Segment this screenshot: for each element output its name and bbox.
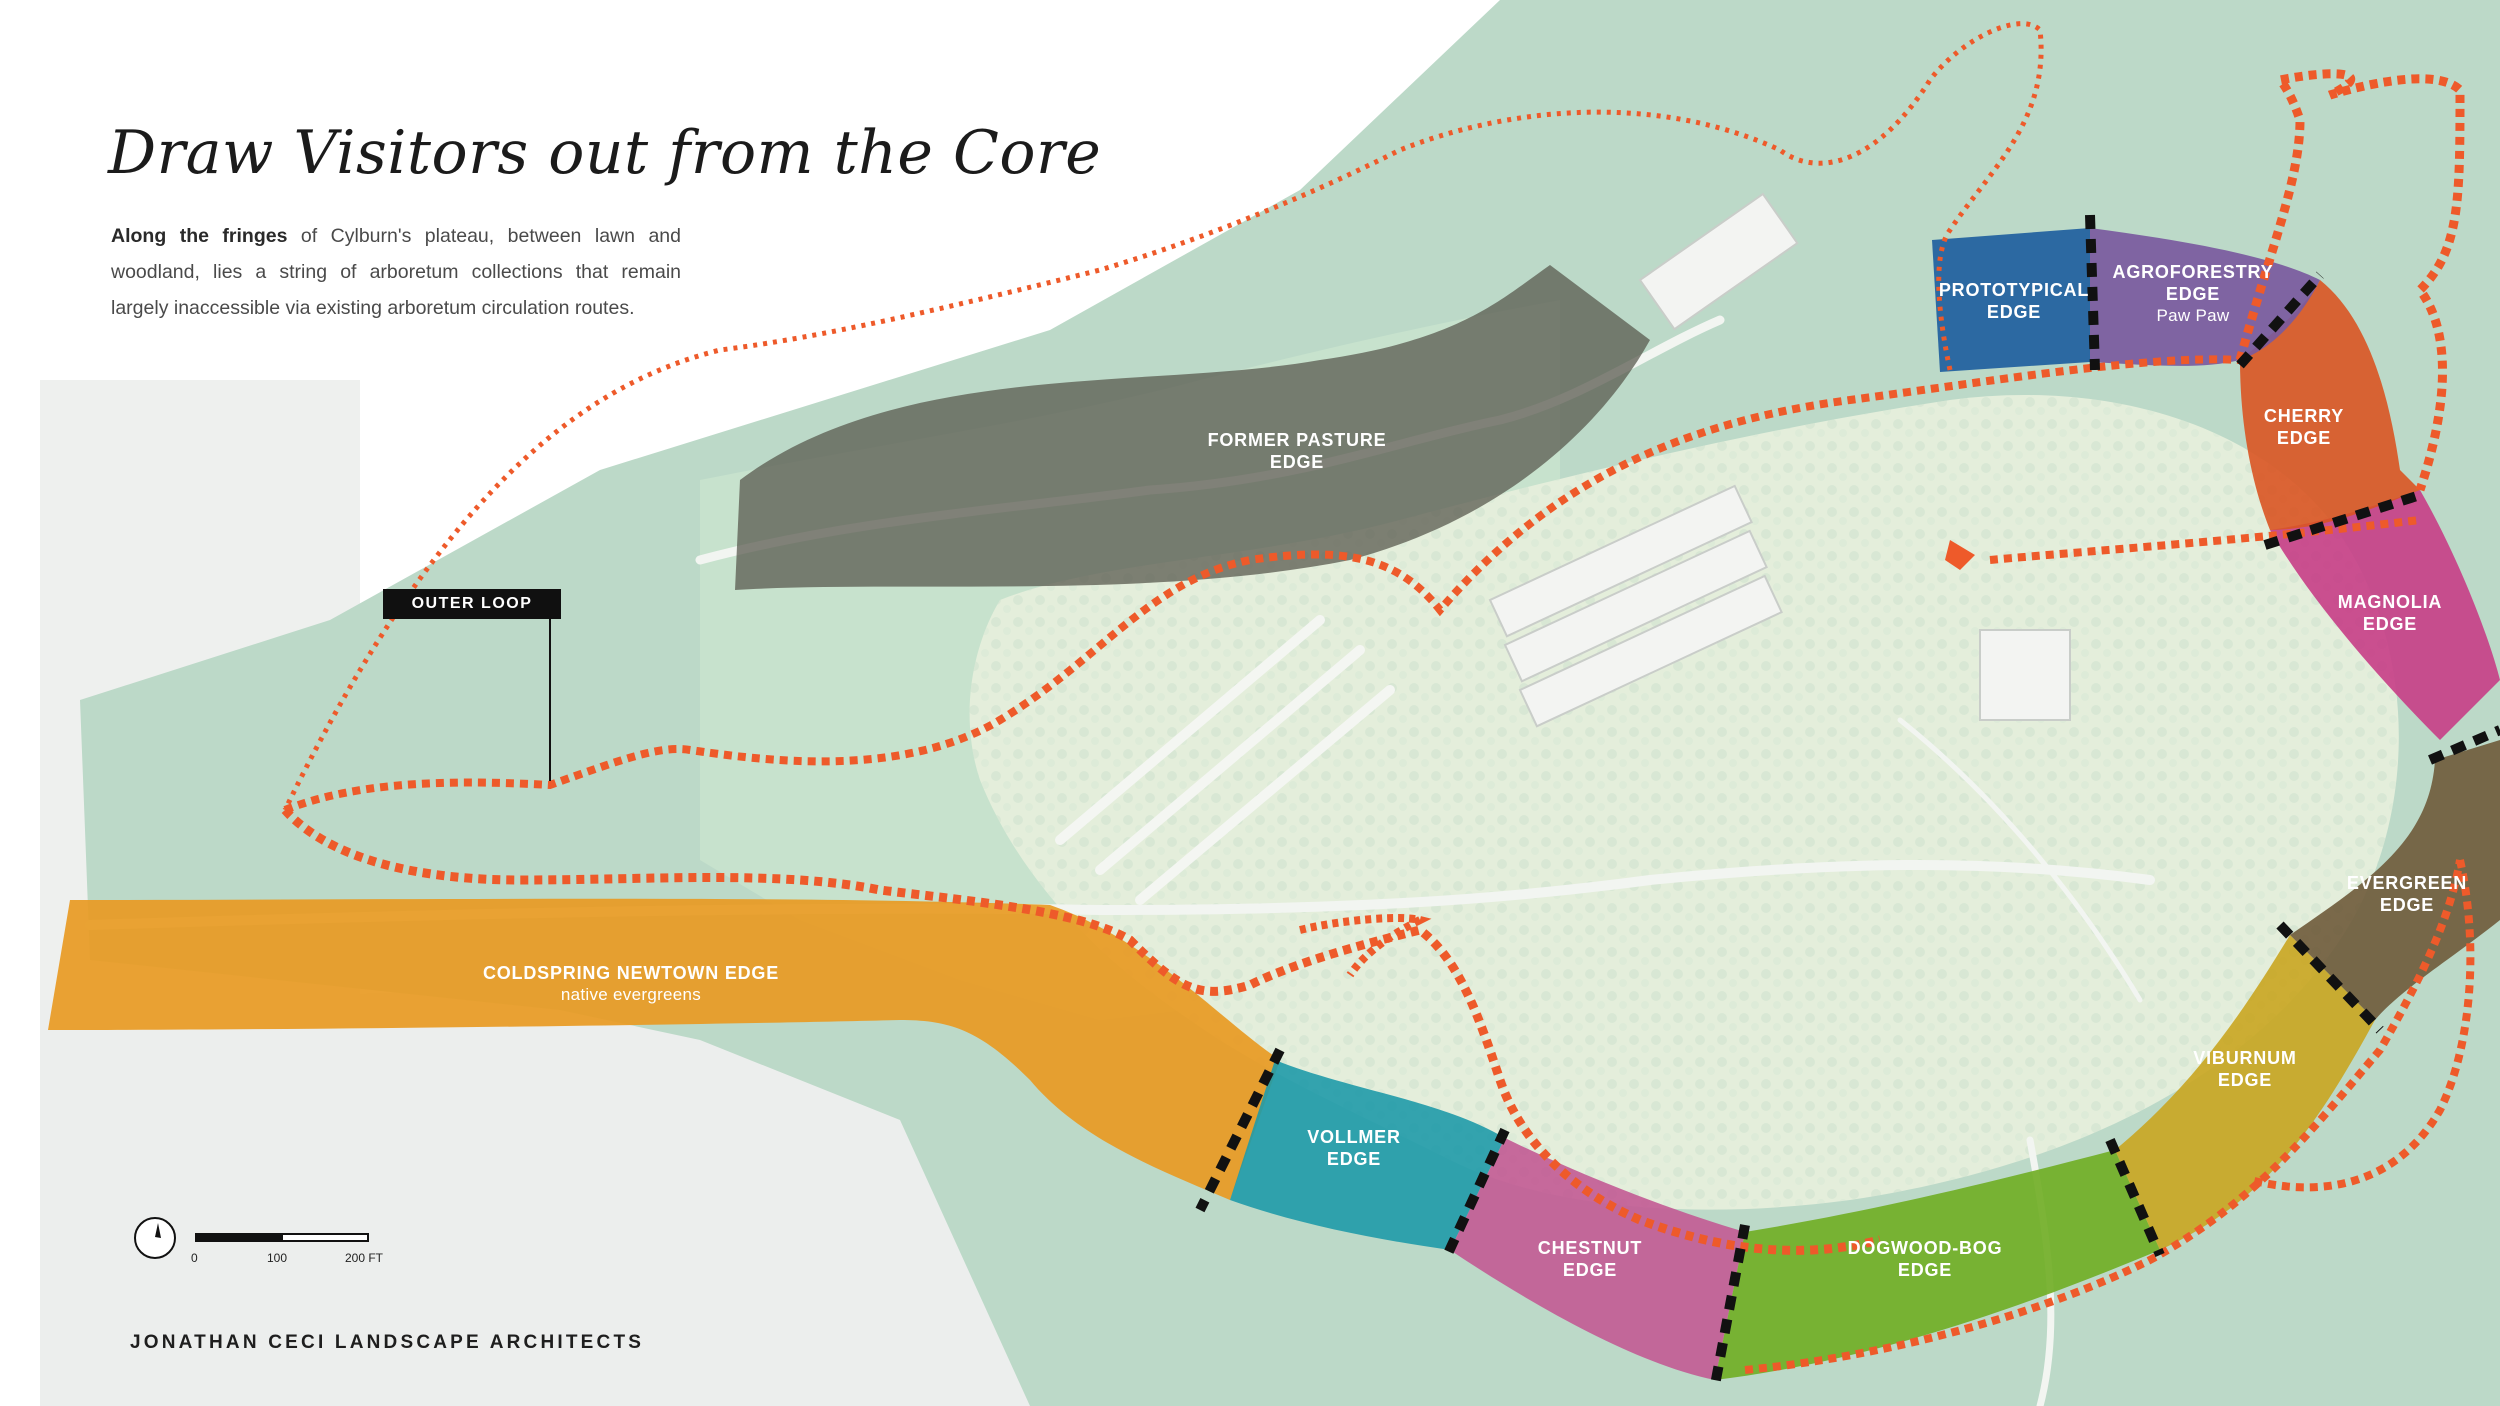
former-pasture-edge-zone bbox=[735, 265, 1650, 590]
outer-loop-leader-line bbox=[549, 619, 551, 781]
intro-body: of Cylburn's plateau, between lawn and w… bbox=[111, 225, 681, 319]
intro-lead: Along the fringes bbox=[111, 225, 288, 247]
zone-label-sub: native evergreens bbox=[560, 985, 702, 1004]
zone-label-line2: EDGE bbox=[2276, 428, 2332, 448]
zone-label-line1: VOLLMER bbox=[1307, 1127, 1401, 1147]
zone-label-line1: VIBURNUM bbox=[2193, 1048, 2297, 1068]
intro-paragraph: Along the fringes of Cylburn's plateau, … bbox=[111, 218, 681, 326]
chestnut-edge-zone bbox=[1450, 1138, 1745, 1380]
zone-label-line1: COLDSPRING NEWTOWN EDGE bbox=[482, 963, 780, 983]
northeast-loop-trail bbox=[2235, 69, 2465, 492]
zone-label-line2: EDGE bbox=[1897, 1260, 1953, 1280]
zone-label-line1: CHERRY bbox=[2263, 406, 2345, 426]
zone-label-line2: EDGE bbox=[1986, 302, 2042, 322]
evergreen-edge-zone bbox=[2290, 740, 2500, 1020]
zone-label-line1: EVERGREEN bbox=[2346, 873, 2468, 893]
dogwood-bog-edge-zone bbox=[1715, 1150, 2160, 1380]
evergreen-spur-trail bbox=[2249, 859, 2475, 1192]
viburnum-edge-zone bbox=[2115, 935, 2375, 1250]
scale-bar-segment-filled bbox=[195, 1233, 283, 1242]
edge-trail bbox=[1744, 859, 2464, 1374]
outer-loop-callout: OUTER LOOP bbox=[383, 589, 561, 619]
cross-trail bbox=[1989, 516, 2421, 564]
agroforestry-edge-zone bbox=[2090, 228, 2320, 366]
zone-label-line2: EDGE bbox=[2165, 284, 2221, 304]
zone-label-line1: FORMER PASTURE bbox=[1207, 430, 1387, 450]
prototypical-edge-zone bbox=[1932, 228, 2090, 372]
garden-loop-trail bbox=[1299, 914, 1432, 978]
zone-label-line2: EDGE bbox=[1562, 1260, 1618, 1280]
zone-label-line2: EDGE bbox=[2362, 614, 2418, 634]
coldspring-edge-label: COLDSPRING NEWTOWN EDGE native evergreens bbox=[483, 962, 779, 1006]
zone-label-line2: EDGE bbox=[2217, 1070, 2273, 1090]
cherry-edge-zone bbox=[2240, 280, 2420, 530]
zone-label-line2: EDGE bbox=[2379, 895, 2435, 915]
tree-canopy-texture bbox=[969, 395, 2399, 1210]
coldspring-edge-zone bbox=[48, 898, 1280, 1200]
magnolia-edge-zone bbox=[2270, 490, 2500, 740]
scale-label-0: 0 bbox=[191, 1251, 198, 1265]
zone-label-line1: AGROFORESTRY bbox=[2112, 262, 2274, 282]
zone-label-line1: CHESTNUT bbox=[1537, 1238, 1643, 1258]
zone-boundaries bbox=[1195, 214, 2500, 1386]
scale-label-100: 100 bbox=[267, 1251, 288, 1265]
vollmer-edge-zone bbox=[1230, 1060, 1505, 1250]
scale-bar-segment-empty bbox=[281, 1233, 369, 1242]
zone-label-line1: MAGNOLIA bbox=[2337, 592, 2443, 612]
trail-network bbox=[281, 21, 2475, 1374]
parking-lots bbox=[1055, 615, 1395, 905]
scale-label-200: 200 FT bbox=[345, 1251, 384, 1265]
page-title: Draw Visitors out from the Core bbox=[108, 118, 1102, 188]
zone-label-line1: PROTOTYPICAL bbox=[1938, 280, 2090, 300]
zone-label-line2: EDGE bbox=[1269, 452, 1325, 472]
trailhead-marker bbox=[1945, 540, 1975, 570]
zone-label-sub: Paw Paw bbox=[2156, 306, 2230, 325]
greenhouse-buildings bbox=[1488, 192, 2071, 728]
zone-label-line2: EDGE bbox=[1326, 1149, 1382, 1169]
north-arrow-icon bbox=[134, 1217, 176, 1259]
southern-trail bbox=[281, 806, 1882, 1255]
firm-credit: JONATHAN CECI LANDSCAPE ARCHITECTS bbox=[130, 1332, 645, 1353]
outer-loop-trail bbox=[283, 355, 2241, 814]
zone-label-line1: DOGWOOD-BOG bbox=[1847, 1238, 2003, 1258]
